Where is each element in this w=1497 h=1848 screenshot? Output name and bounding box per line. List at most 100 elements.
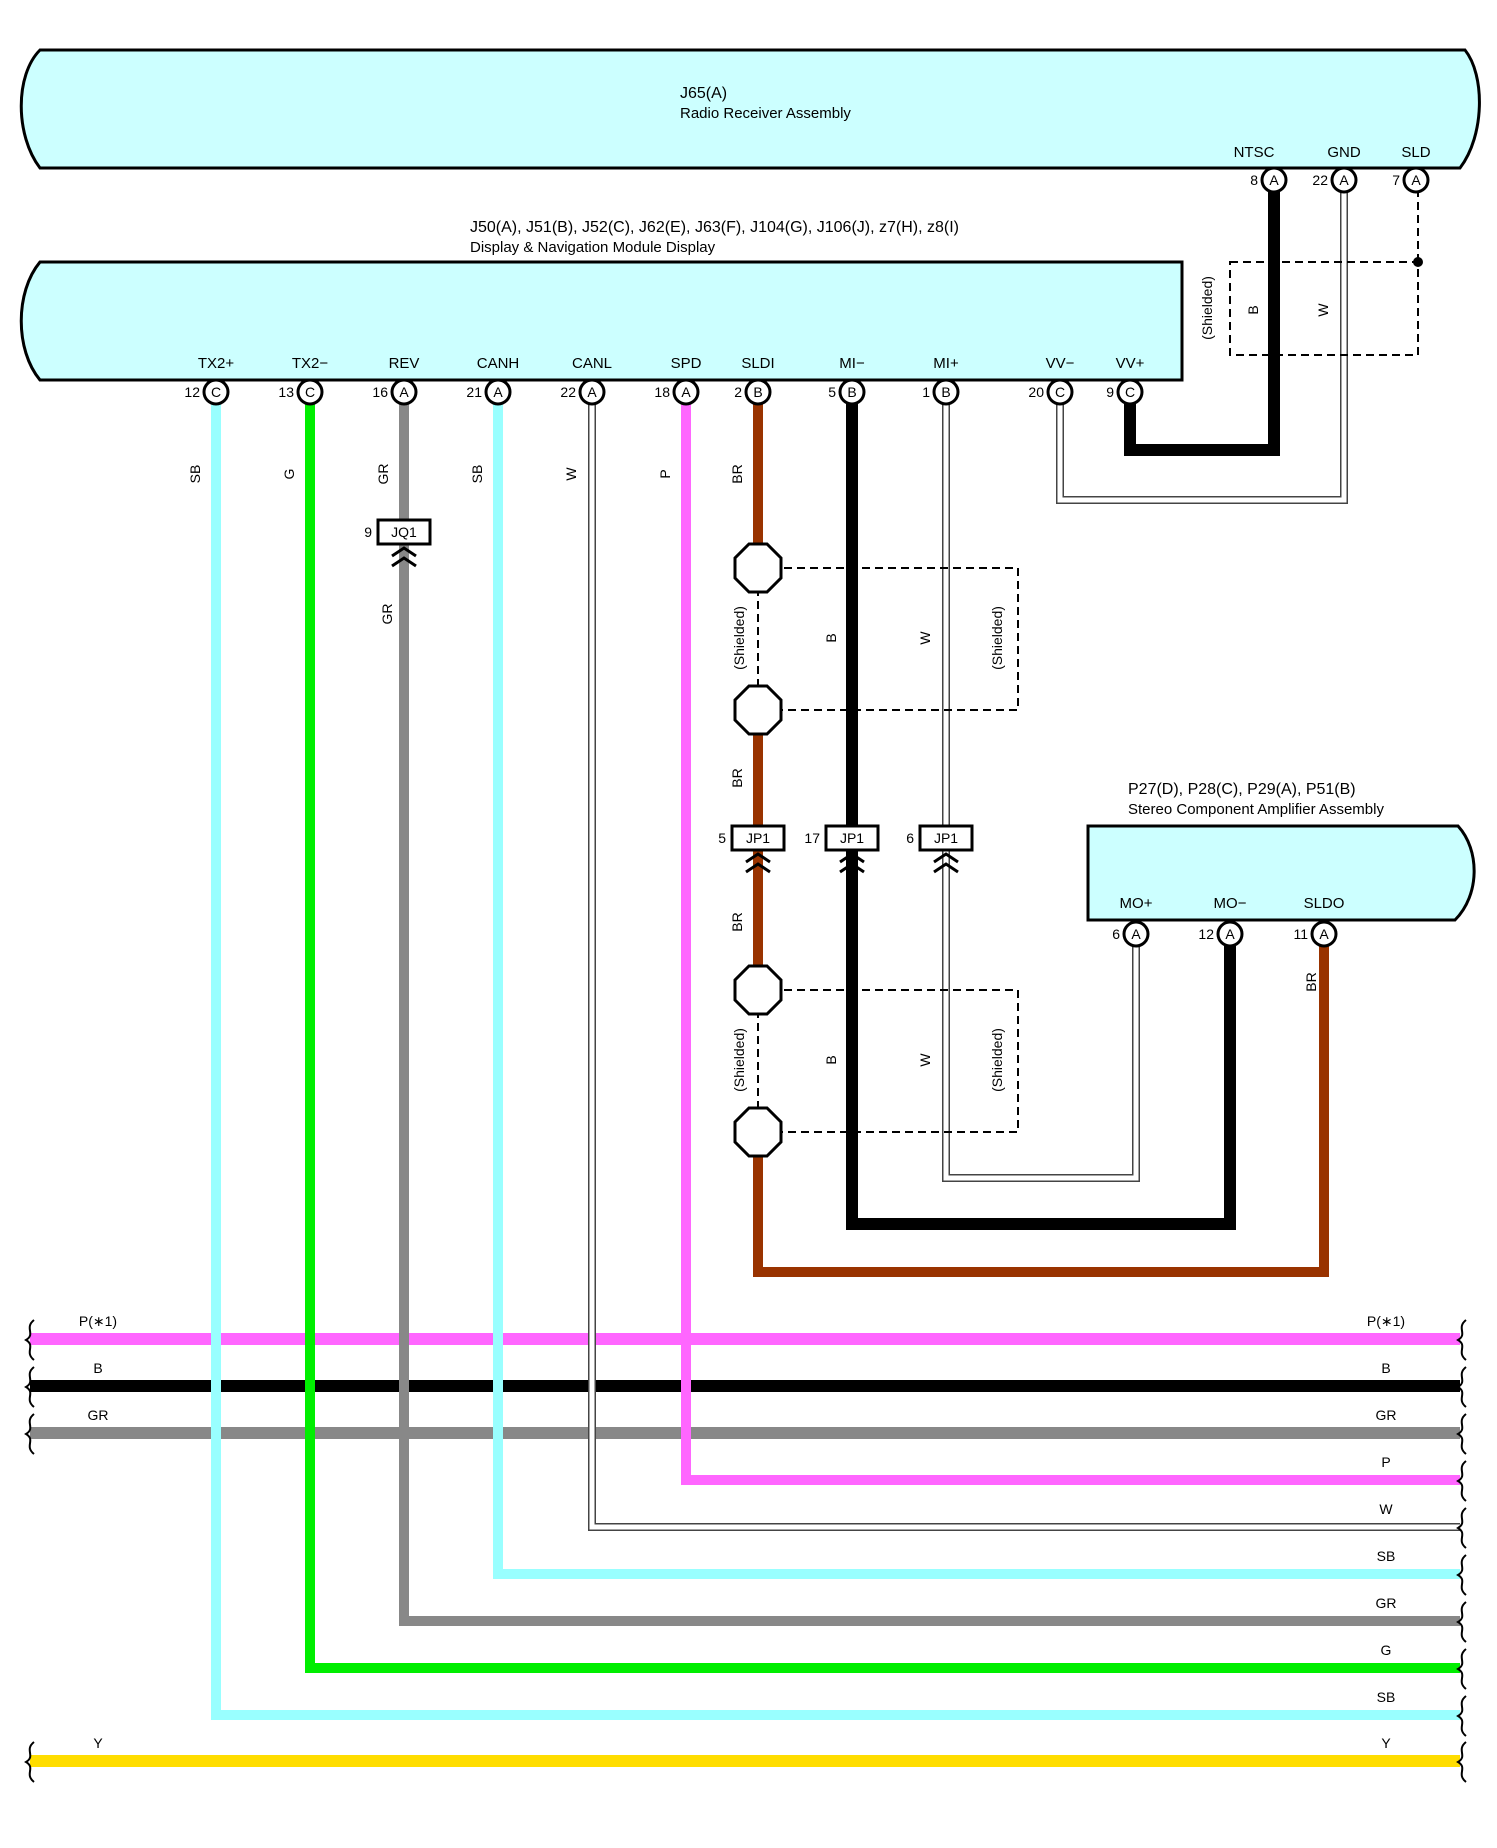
bus-label-right: GR xyxy=(1376,1595,1397,1611)
lower-br-label: BR xyxy=(729,912,745,931)
display-pin-conn: B xyxy=(941,384,950,400)
display-pin-10: VV+C9 xyxy=(1106,355,1145,406)
display-pin-8: MI+B1 xyxy=(922,355,960,406)
shield-octagon-2 xyxy=(733,684,783,736)
svg-text:7: 7 xyxy=(1392,172,1400,188)
display-pin-num: 22 xyxy=(560,384,576,400)
svg-text:6: 6 xyxy=(906,830,914,846)
radio-receiver-box xyxy=(19,48,1481,170)
wire-mi-plus-outline xyxy=(942,392,1140,1182)
svg-text:11: 11 xyxy=(1293,926,1308,942)
lower-shield-label-right: (Shielded) xyxy=(989,1028,1005,1092)
display-pin-num: 5 xyxy=(828,384,836,400)
break-right-0 xyxy=(1456,1319,1467,1361)
display-pin-num: 2 xyxy=(734,384,742,400)
break-left-3 xyxy=(24,1413,35,1455)
bus-label-left: B xyxy=(93,1360,102,1376)
lower-shield-box xyxy=(758,989,1019,1133)
bus-label-left: P(∗1) xyxy=(79,1313,117,1329)
amp-sldo-wire-label: BR xyxy=(1303,972,1319,991)
display-pin-conn: A xyxy=(587,384,597,400)
lower-shield-wire-w: W xyxy=(917,1053,933,1067)
display-pin-wire-label: G xyxy=(281,469,297,480)
bus-label-right: P xyxy=(1381,1454,1390,1470)
wire-canl xyxy=(589,392,1460,1530)
bus-label-right: G xyxy=(1381,1642,1392,1658)
break-right-2 xyxy=(1456,1413,1467,1455)
break-right-4 xyxy=(1456,1507,1467,1549)
receiver-pin-sld: A 7 xyxy=(1392,166,1430,194)
display-pin-conn: A xyxy=(493,384,503,400)
display-pin-num: 21 xyxy=(466,384,482,400)
display-pin-wire-label: P xyxy=(657,469,673,478)
svg-text:A: A xyxy=(1269,172,1279,188)
wire-canl-outline xyxy=(588,392,1460,1531)
junction-jp1-17: JP1 17 xyxy=(804,824,880,874)
display-pin-name: CANL xyxy=(572,355,612,372)
display-pin-num: 12 xyxy=(184,384,200,400)
receiver-wire-label-b: B xyxy=(1245,305,1261,314)
display-pin-name: REV xyxy=(389,355,420,372)
wire-rev xyxy=(399,392,1460,1626)
display-pin-num: 9 xyxy=(1106,384,1114,400)
amp-pin-name-mo-minus: MO− xyxy=(1214,895,1247,912)
wires xyxy=(30,192,1460,1767)
display-pin-conn: C xyxy=(1125,384,1135,400)
break-right-7 xyxy=(1456,1648,1467,1690)
display-pin-name: TX2− xyxy=(292,355,329,372)
display-pin-name: SLDI xyxy=(741,355,774,372)
display-pin-name: TX2+ xyxy=(198,355,235,372)
display-pin-num: 16 xyxy=(372,384,388,400)
display-pin-7: MI−B5 xyxy=(828,355,866,406)
upper-shield-wire-b: B xyxy=(823,633,839,642)
receiver-shield-splice-dot xyxy=(1413,257,1423,267)
lower-shield-label-left: (Shielded) xyxy=(731,1028,747,1092)
wire-canh xyxy=(493,392,1460,1579)
radio-receiver-subtitle: Radio Receiver Assembly xyxy=(680,105,851,122)
display-pin-conn: A xyxy=(681,384,691,400)
display-pin-wire-label: BR xyxy=(729,464,745,483)
svg-text:6: 6 xyxy=(1112,926,1120,942)
break-right-9 xyxy=(1456,1741,1467,1783)
upper-shield-box xyxy=(758,567,1019,711)
svg-text:9: 9 xyxy=(364,524,372,540)
svg-text:A: A xyxy=(1131,926,1141,942)
receiver-pins: NTSC GND SLD A 8 A 22 A 7 (Shielded) B W xyxy=(1199,144,1431,340)
svg-text:A: A xyxy=(1339,172,1349,188)
display-pin-conn: C xyxy=(211,384,221,400)
radio-receiver-title: J65(A) xyxy=(680,85,727,102)
upper-shield-label-right: (Shielded) xyxy=(989,606,1005,670)
break-right-3 xyxy=(1456,1460,1467,1502)
break-right-5 xyxy=(1456,1554,1467,1596)
wire-tx2-minus xyxy=(305,392,1460,1673)
upper-br-label: BR xyxy=(729,768,745,787)
receiver-pin-gnd: A 22 xyxy=(1312,166,1358,194)
receiver-pin-name-gnd: GND xyxy=(1327,144,1361,161)
display-pin-wire-label: GR xyxy=(375,464,391,485)
amp-pin-mo-plus: A 6 xyxy=(1112,920,1150,948)
amplifier-title: P27(D), P28(C), P29(A), P51(B) xyxy=(1128,781,1356,798)
wire-vv-minus xyxy=(1057,192,1347,503)
bus-label-right: P(∗1) xyxy=(1367,1313,1405,1329)
bus-label-right: SB xyxy=(1377,1548,1396,1564)
receiver-pin-name-sld: SLD xyxy=(1401,144,1430,161)
display-pin-name: MI+ xyxy=(933,355,959,372)
shield-labels: (Shielded) (Shielded) B W BR BR (Shielde… xyxy=(729,606,1005,1092)
break-right-6 xyxy=(1456,1601,1467,1643)
break-marks xyxy=(24,1319,1467,1783)
receiver-shield-box xyxy=(1229,261,1419,356)
svg-text:12: 12 xyxy=(1198,926,1214,942)
svg-text:22: 22 xyxy=(1312,172,1328,188)
wire-mi-minus xyxy=(846,392,1236,1230)
shield-octagon-1 xyxy=(733,542,783,594)
display-pin-name: CANH xyxy=(477,355,520,372)
junction-jp1-6: JP1 6 xyxy=(906,824,974,874)
display-subtitle: Display & Navigation Module Display xyxy=(470,239,716,256)
shield-enclosures xyxy=(757,182,1419,1133)
shield-octagon-3 xyxy=(733,964,783,1016)
